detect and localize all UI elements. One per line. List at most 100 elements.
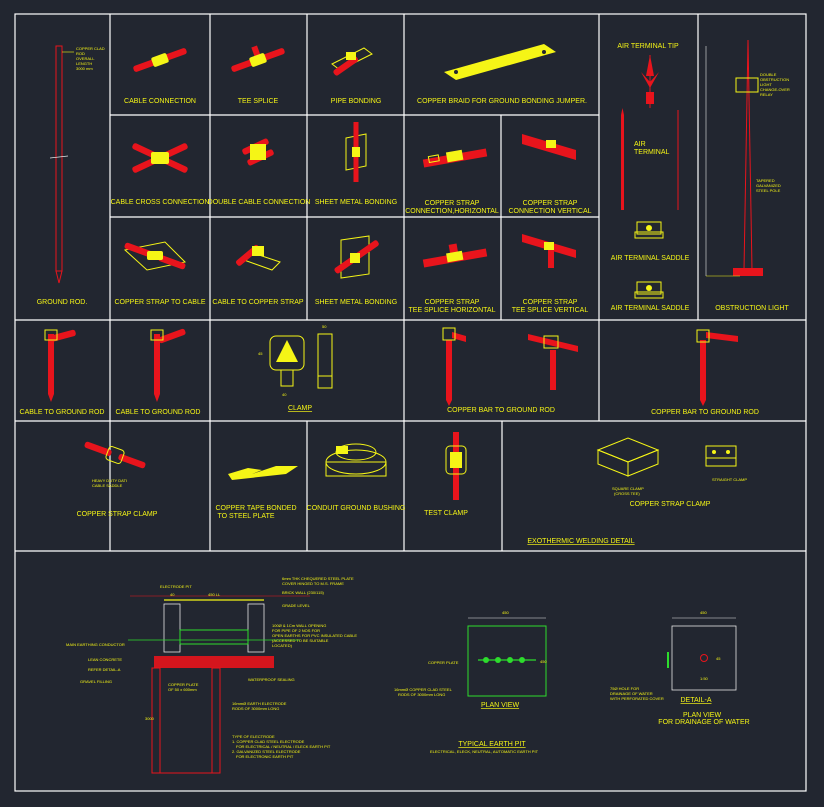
copper-tape-drawing <box>228 466 298 480</box>
strap-conn-v-drawing <box>522 134 576 160</box>
ep-type-1: 1. COPPER CLAD STEEL ELECTRODE <box>232 739 305 744</box>
ep-dim-2: 450 LL <box>208 592 221 597</box>
rod-note-1: COPPER CLAD <box>76 46 105 51</box>
label-double-cable: DOUBLE CABLE CONNECTION <box>208 199 311 206</box>
obstruction-light-drawing <box>705 39 763 277</box>
ep-waterproof: WATERPROOF SEALING <box>248 677 295 682</box>
ep-brick-wall: BRICK WALL (230/115) <box>282 590 325 595</box>
ep-main-conductor: MAIN EARTHING CONDUCTOR <box>66 642 125 647</box>
ep-refer-detail: REFER DETAIL-A <box>88 667 121 672</box>
pole-note-2: GALVANIZED <box>756 183 781 188</box>
label-pipe-bonding: PIPE BONDING <box>331 98 382 105</box>
detail-label-d: 45 <box>716 656 721 661</box>
label-air-saddle-1: AIR TERMINAL SADDLE <box>611 255 690 262</box>
label-strap-conn-v-1: COPPER STRAP <box>523 200 578 207</box>
plan-dim-side: 450 <box>540 659 547 664</box>
ep-type: TYPE OF ELECTRODE <box>232 734 275 739</box>
label-tee-h-2: TEE SPLICE HORIZONTAL <box>409 307 496 314</box>
ep-electrode-1: 16mmØ EARTH ELECTRODE <box>232 701 287 706</box>
label-copper-bar-2: COPPER BAR TO GROUND ROD <box>651 409 759 416</box>
detail-a-drawing <box>667 617 737 691</box>
strap-to-cable-drawing <box>123 241 187 271</box>
conduit-bushing-drawing <box>325 443 387 477</box>
obs-note-2: OBSTRUCTION <box>760 77 789 82</box>
sheet-metal-bonding-drawing-1 <box>345 122 367 182</box>
label-obstruction-light: OBSTRUCTION LIGHT <box>715 305 789 312</box>
plan-rods-1: 16mmØ COPPER CLAD STEEL <box>394 687 453 692</box>
label-air-2: TERMINAL <box>634 149 670 156</box>
plan-copper-plate: COPPER PLATE <box>428 660 459 665</box>
ep-steel-plate-2: COVER HINGED TO M.S. FRAME <box>282 581 344 586</box>
rod-note-5: 3000 mm <box>76 66 93 71</box>
square-clamp-note-1: SQUARE CLAMP <box>612 486 644 491</box>
pole-note-3: STEEL POLE <box>756 188 781 193</box>
label-air-saddle-2: AIR TERMINAL SADDLE <box>611 305 690 312</box>
label-typical-earth-pit: TYPICAL EARTH PIT <box>458 741 526 748</box>
label-copper-bar-1: COPPER BAR TO GROUND ROD <box>447 407 555 414</box>
label-strap-to-cable: COPPER STRAP TO CABLE <box>114 299 205 306</box>
copper-strap-clamp-drawing-1 <box>83 441 147 469</box>
clamp-dim-45: 45 <box>258 351 263 356</box>
ep-dim-3: 3000 <box>145 716 155 721</box>
label-sheet-metal-2: SHEET METAL BONDING <box>315 299 397 306</box>
grid-lines <box>14 13 807 792</box>
label-test-clamp: TEST CLAMP <box>424 510 468 517</box>
cable-to-ground-rod-drawing-1 <box>44 329 77 402</box>
label-clamp: CLAMP <box>288 405 312 412</box>
label-tee-v-2: TEE SPLICE VERTICAL <box>512 307 589 314</box>
straight-clamp-drawing <box>705 445 737 467</box>
label-strap-clamp-1: COPPER STRAP CLAMP <box>77 511 158 518</box>
clamp-drawing <box>269 333 333 389</box>
label-cable-cross: CABLE CROSS CONNECTION <box>111 199 210 206</box>
detail-hole-3: WITH PERFORATED COVER <box>610 696 664 701</box>
label-tee-v-1: COPPER STRAP <box>523 299 578 306</box>
tee-splice-drawing <box>230 45 286 73</box>
ep-type-2: 2. GALVANIZED STEEL ELECTRODE <box>232 749 301 754</box>
label-copper-tape-1: COPPER TAPE BONDED <box>215 505 296 512</box>
ep-lean-concrete: LEAN CONCRETE <box>88 657 122 662</box>
label-strap-clamp-2: COPPER STRAP CLAMP <box>630 501 711 508</box>
double-cable-drawing <box>241 137 275 167</box>
ep-copper-plate-1: COPPER PLATE <box>168 682 199 687</box>
copper-bar-to-ground-rod-drawing-2 <box>696 329 738 406</box>
label-tee-h-1: COPPER STRAP <box>425 299 480 306</box>
label-strap-conn-h-1: COPPER STRAP <box>425 200 480 207</box>
heavy-duty-note-2: CABLE SADDLE <box>92 483 123 488</box>
rod-note-4: LENGTH <box>76 61 92 66</box>
ep-gravel: GRAVEL FILLING <box>80 679 112 684</box>
label-plan-view: PLAN VIEW <box>481 702 520 709</box>
plan-dim-top: 450 <box>502 610 509 615</box>
cable-cross-drawing <box>131 142 189 174</box>
strap-conn-h-drawing <box>422 148 488 168</box>
heavy-duty-note-1: HEAVY DUTY DATI <box>92 478 127 483</box>
label-strap-conn-h-2: CONNECTION,HORIZONTAL <box>405 208 499 215</box>
ep-type-2b: FOR ELECTRONIC EARTH PIT <box>236 754 294 759</box>
label-copper-tape-2: TO STEEL PLATE <box>217 513 274 520</box>
clamp-dim-50: 50 <box>322 324 327 329</box>
label-cable-connection: CABLE CONNECTION <box>124 98 196 105</box>
ep-pvc-5: LOCATED) <box>272 643 293 648</box>
obs-note-5: RELAY <box>760 92 773 97</box>
label-cable-to-rod-1: CABLE TO GROUND ROD <box>20 409 105 416</box>
tee-splice-h-drawing <box>422 243 488 268</box>
detail-dim: 450 <box>700 610 707 615</box>
pole-note-1: TAPERED <box>756 178 775 183</box>
label-detail-a: DETAIL-A <box>681 697 712 704</box>
ep-pvc-1: 100Ø & 1Cm WALL OPENING <box>272 623 326 628</box>
ep-pvc-2: FOR PIPE OF 2 NOS FOR <box>272 628 320 633</box>
plan-rods-2: RODS OF 3000mm LONG <box>398 692 445 697</box>
cable-to-strap-drawing <box>234 243 281 271</box>
copper-braid-drawing <box>444 44 556 80</box>
ep-dim-1: 40 <box>170 592 175 597</box>
rod-note-2: ROD <box>76 51 85 56</box>
label-plan-view-2b: FOR DRAINAGE OF WATER <box>658 719 749 726</box>
detail-label-s: 1:50 <box>700 676 709 681</box>
obs-note-1: DOUBLE <box>760 72 777 77</box>
plan-view-drawing <box>467 617 547 697</box>
label-plan-view-2: PLAN VIEW <box>683 712 722 719</box>
label-ground-rod: GROUND ROD. <box>37 299 88 306</box>
square-clamp-drawing <box>596 437 660 477</box>
label-conduit-bushing: CONDUIT GROUND BUSHING <box>307 505 406 512</box>
detail-hole-1: 75Ø HOLE FOR <box>610 686 639 691</box>
